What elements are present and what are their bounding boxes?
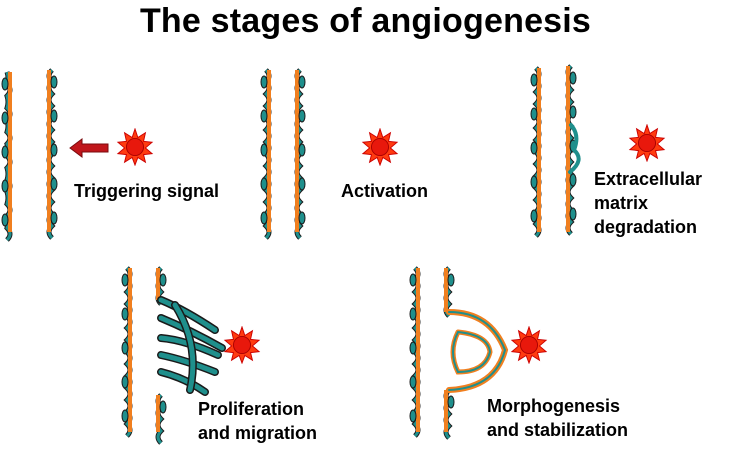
new-vessel-loop — [452, 331, 492, 374]
signal-star-icon — [629, 124, 665, 162]
new-vessel-loop — [448, 311, 507, 391]
stage-label-ecm-degradation: Extracellular matrix degradation — [594, 169, 703, 237]
signal-star-icon — [224, 326, 260, 364]
new-vessel-loop — [446, 309, 509, 393]
vessel-wall — [46, 68, 58, 240]
signal-star-icon — [117, 128, 153, 166]
stage-label-proliferation: Proliferation and migration — [198, 399, 318, 443]
new-vessel-loop — [450, 329, 493, 375]
vessel-wall — [530, 66, 542, 238]
stage-label-triggering: Triggering signal — [74, 181, 220, 201]
page-title: The stages of angiogenesis — [139, 2, 592, 40]
vessel-wall — [443, 266, 455, 318]
vessel-wall — [409, 266, 421, 438]
vessel-wall — [443, 388, 455, 440]
sprout-layer — [157, 123, 581, 396]
sprout-cell — [158, 369, 208, 395]
vessel-wall — [565, 64, 577, 236]
vessel-wall — [294, 68, 306, 240]
vessel-wall — [121, 266, 133, 438]
vessel-wall — [1, 71, 13, 242]
vessel-wall — [155, 393, 167, 445]
vessel-wall — [260, 68, 272, 240]
degraded-wall — [568, 123, 581, 174]
signal-arrow-icon — [69, 138, 109, 158]
sprout-cell — [158, 297, 218, 333]
stage-label-morphogenesis: Morphogenesis and stabilization — [487, 396, 629, 440]
sprout-cell — [172, 302, 196, 393]
signal-star-icon — [511, 326, 547, 364]
vessel-layer — [1, 64, 577, 445]
signal-star-icon — [362, 128, 398, 166]
stage-label-activation: Activation — [341, 181, 429, 201]
sprout-cell — [158, 352, 218, 375]
